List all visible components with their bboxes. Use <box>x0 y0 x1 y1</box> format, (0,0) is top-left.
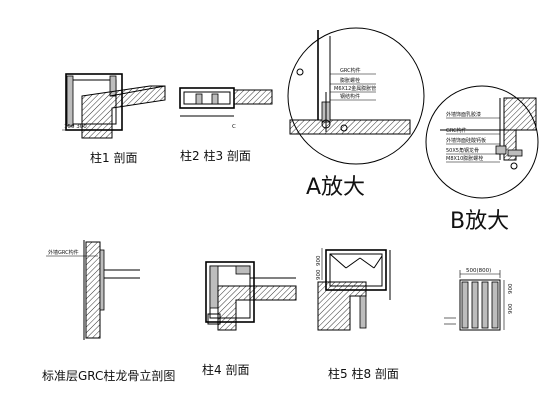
detail-b-drawing: 外墙饰面乳胶漆 GRC构件 外墙饰面硅酸钙板 50X5角钢龙骨 M8X10膨胀螺… <box>425 85 539 234</box>
col5-col8-caption: 柱5 柱8 剖面 <box>328 366 399 381</box>
detail-a-drawing: GRC构件 膨胀螺栓 M6X12金属膨胀管 钢结构件 A放大 <box>287 27 425 200</box>
detail-a-grc-label: GRC构件 <box>340 67 361 74</box>
detail-a-note-4: 钢结构件 <box>340 93 360 100</box>
col1-dimension: 150 300 <box>64 124 87 130</box>
detail-b-note-1: 外墙饰面乳胶漆 <box>446 111 481 118</box>
col2-col3-section-drawing: C 柱2 柱3 剖面 <box>179 87 273 163</box>
col1-caption: 柱1 剖面 <box>90 150 137 165</box>
std-floor-keel-caption: 标准层GRC柱龙骨立剖图 <box>42 368 175 383</box>
keel-dim-side-1: 900 <box>508 283 514 294</box>
detail-b-note-3: 外墙饰面硅酸钙板 <box>446 137 486 144</box>
keel-elevation-drawing: 500(800) 900 900 <box>444 268 514 331</box>
col2-mark: C <box>232 124 236 130</box>
detail-a-note-3: M6X12金属膨胀管 <box>334 85 376 92</box>
detail-a-caption: A放大 <box>306 175 365 200</box>
std-floor-keel-drawing: 外墙GRC构件 标准层GRC柱龙骨立剖图 <box>42 240 175 383</box>
detail-b-note-4: 50X5角钢龙骨 <box>446 147 479 154</box>
col4-section-drawing: 柱4 剖面 <box>202 261 297 377</box>
keel-elev-callout: 外墙GRC构件 <box>48 249 79 256</box>
keel-dim-side-2: 900 <box>508 303 514 314</box>
col4-caption: 柱4 剖面 <box>202 362 249 377</box>
detail-a-note-2: 膨胀螺栓 <box>340 77 360 84</box>
detail-b-caption: B放大 <box>450 209 509 234</box>
col5-dim-1: 900 <box>316 255 322 266</box>
detail-b-note-5: M8X10膨胀螺栓 <box>446 155 483 162</box>
col2-col3-caption: 柱2 柱3 剖面 <box>180 148 251 163</box>
col5-dim-2: 900 <box>316 269 322 280</box>
col5-col8-section-drawing: 900 900 柱5 柱8 剖面 <box>316 248 399 381</box>
col1-section-drawing: 150 300 柱1 剖面 <box>62 73 166 165</box>
detail-b-grc-label: GRC构件 <box>446 127 467 134</box>
keel-dim-top: 500(800) <box>466 268 491 274</box>
